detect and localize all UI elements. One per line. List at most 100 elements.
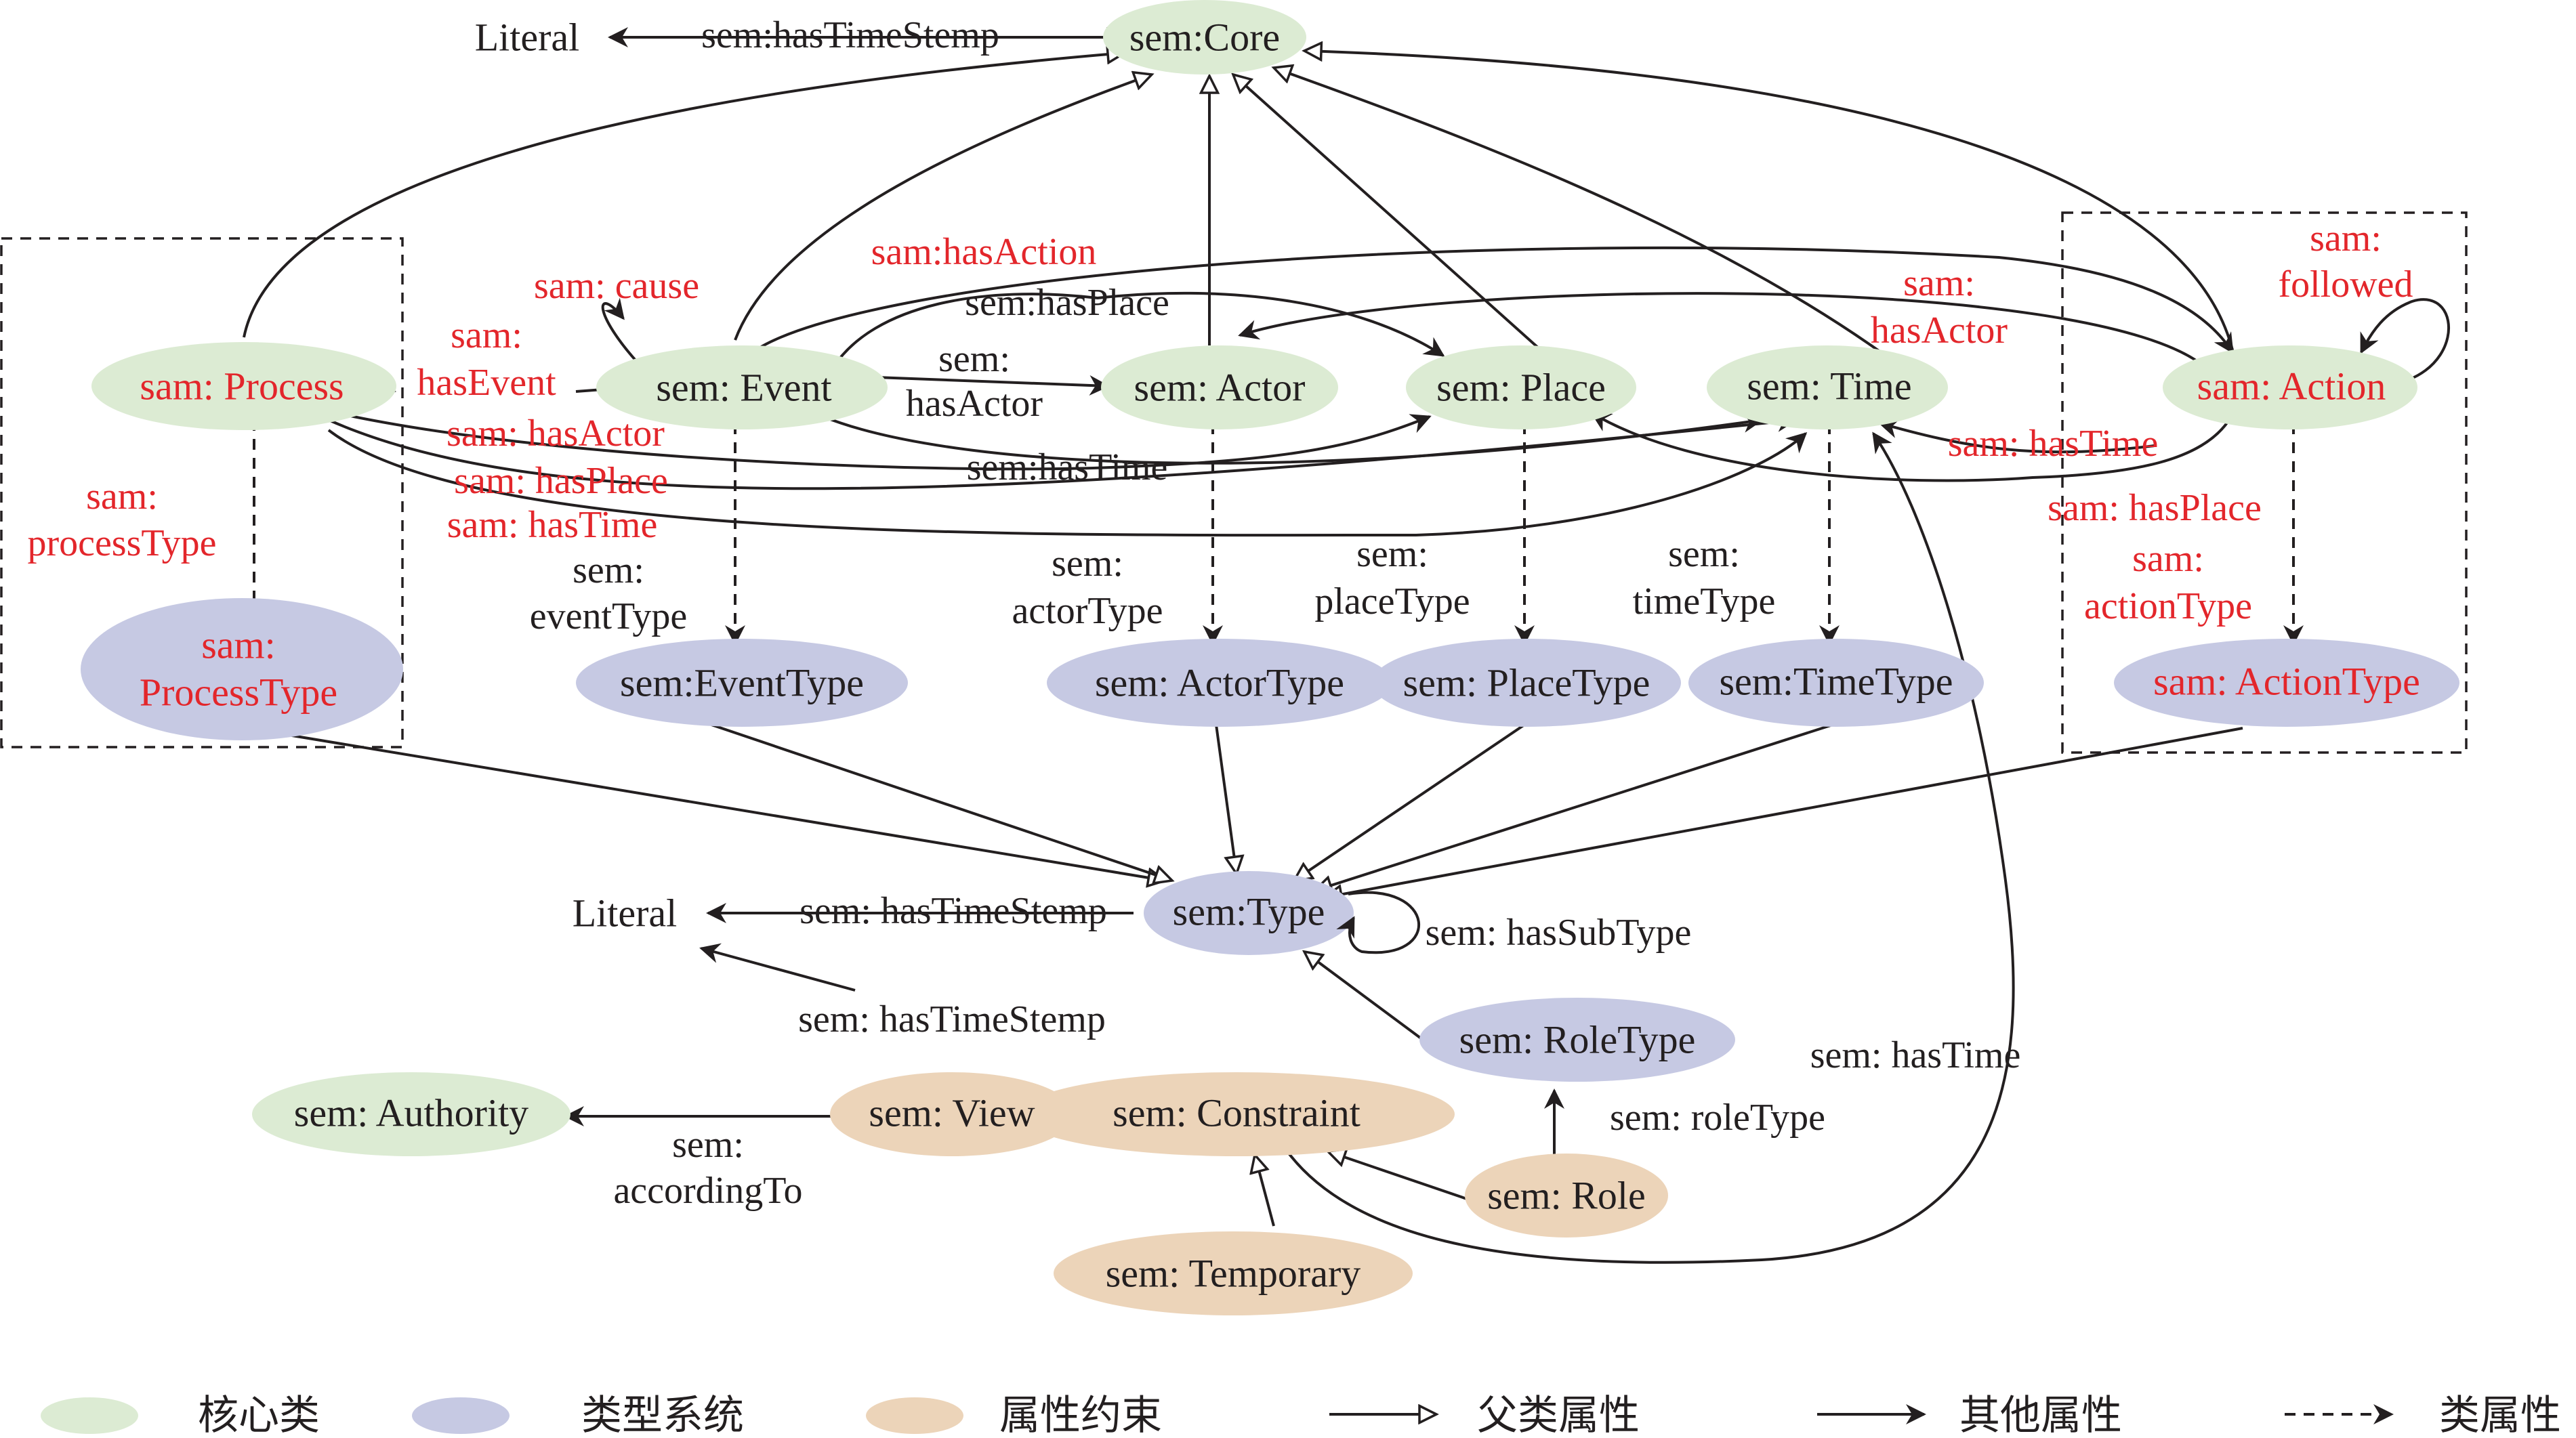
label-has-sub-type: sem: hasSubType <box>1426 912 1692 954</box>
event-label: sem: Event <box>656 366 831 410</box>
label-process-type-line2: processType <box>27 522 216 564</box>
role-type-label: sem: RoleType <box>1459 1018 1696 1062</box>
view-label: sem: View <box>869 1091 1035 1135</box>
type-label: sem:Type <box>1173 890 1325 934</box>
legend-swatch-constraint <box>866 1397 963 1434</box>
legend-label-dashed-arrow: 类属性 <box>2439 1392 2561 1438</box>
legend-label-type: 类型系统 <box>581 1392 744 1438</box>
label-according-to-line2: accordingTo <box>613 1170 802 1212</box>
node-actor <box>1101 345 1338 429</box>
label-process-has-place: sam: hasPlace <box>454 460 668 502</box>
label-role-has-time: sem: hasTime <box>1810 1034 2021 1076</box>
label-has-actor-line1: sem: <box>938 338 1010 380</box>
label-action-has-time: sam: hasTime <box>1948 423 2159 465</box>
legend-label-solid-arrow: 其他属性 <box>1959 1392 2122 1438</box>
label-followed-line2: followed <box>2278 263 2413 305</box>
label-time-type-line1: sem: <box>1668 533 1740 575</box>
legend-label-core: 核心类 <box>198 1392 320 1438</box>
label-process-has-actor: sam: hasActor <box>446 413 665 454</box>
node-place <box>1406 345 1636 429</box>
node-action-type <box>2114 639 2459 727</box>
label-has-event-line2: hasEvent <box>417 362 556 404</box>
time-type-label: sem:TimeType <box>1719 660 1953 704</box>
authority-label: sem: Authority <box>294 1091 528 1135</box>
label-constraint-has-time-stemp: sem: hasTimeStemp <box>798 998 1106 1040</box>
role-label: sem: Role <box>1487 1174 1646 1218</box>
process-type-label-line2: ProcessType <box>140 671 337 715</box>
label-action-has-actor-line1: sam: <box>1903 262 1975 304</box>
legend: 核心类 类型系统 属性约束 父类属性 其他属性 类属性 <box>41 1392 2561 1438</box>
process-label: sam: Process <box>140 364 344 408</box>
label-type-has-time-stemp: sem: hasTimeStemp <box>799 890 1107 932</box>
label-action-has-actor-line2: hasActor <box>1871 310 2008 352</box>
label-actor-type-line2: actorType <box>1012 590 1163 632</box>
label-has-actor-line2: hasActor <box>906 383 1043 425</box>
process-type-label-line1: sam: <box>201 623 276 667</box>
label-has-time: sem:hasTime <box>967 446 1168 488</box>
place-type-label: sem: PlaceType <box>1403 661 1650 705</box>
legend-label-hollow-arrow: 父类属性 <box>1477 1392 1640 1438</box>
label-place-type-line1: sem: <box>1356 533 1428 575</box>
class-property-edges <box>244 420 2304 646</box>
literal-mid-label: Literal <box>573 891 678 935</box>
event-type-label: sem:EventType <box>620 661 864 705</box>
label-event-type-line1: sem: <box>573 549 644 591</box>
has-sub-type-loop <box>1336 891 1420 954</box>
label-has-action: sam:hasAction <box>871 231 1097 273</box>
constraint-nodes <box>830 1072 1668 1315</box>
literal-top-label: Literal <box>475 16 580 60</box>
label-place-type-line2: placeType <box>1314 580 1470 622</box>
node-actor-type <box>1047 639 1392 727</box>
action-group-box <box>2061 211 2468 754</box>
process-group-box <box>0 237 404 748</box>
label-role-type: sem: roleType <box>1610 1097 1825 1139</box>
label-action-type-line1: sam: <box>2132 538 2204 580</box>
node-event-type <box>576 639 908 727</box>
node-constraint <box>1018 1072 1455 1156</box>
node-authority <box>252 1072 570 1156</box>
property-edges <box>325 27 2450 1264</box>
core-nodes <box>91 0 2417 1156</box>
node-process <box>91 342 396 430</box>
node-labels: Literal sem:Core sam: Process sem: Event… <box>140 16 2420 1296</box>
label-actor-type-line1: sem: <box>1052 543 1123 585</box>
label-has-time-stemp-top: sem:hasTimeStemp <box>701 14 999 56</box>
label-followed-line1: sam: <box>2310 217 2382 259</box>
core-label: sem:Core <box>1129 16 1280 60</box>
action-type-label: sam: ActionType <box>2153 660 2420 704</box>
constraint-label: sem: Constraint <box>1113 1091 1360 1135</box>
node-event <box>596 345 888 429</box>
label-process-has-time: sam: hasTime <box>447 504 658 546</box>
legend-label-constraint: 属性约束 <box>999 1392 1162 1438</box>
action-label: sam: Action <box>2197 364 2386 408</box>
actor-label: sem: Actor <box>1134 366 1306 410</box>
label-time-type-line2: timeType <box>1633 580 1776 622</box>
label-action-has-place: sam: hasPlace <box>2048 487 2262 529</box>
legend-swatch-core <box>41 1397 138 1434</box>
node-action <box>2163 345 2417 429</box>
place-label: sem: Place <box>1436 366 1606 410</box>
node-role <box>1465 1154 1668 1238</box>
node-type <box>1144 871 1354 955</box>
node-role-type <box>1419 998 1735 1082</box>
type-nodes <box>81 598 2459 1082</box>
legend-swatch-type <box>412 1397 510 1434</box>
actor-type-label: sem: ActorType <box>1095 661 1344 705</box>
label-has-place: sem:hasPlace <box>965 282 1169 324</box>
node-time-type <box>1688 639 1984 727</box>
label-event-type-line2: eventType <box>530 595 687 637</box>
edge-labels: sem:hasTimeStemp sam: cause sam: hasEven… <box>27 14 2413 1212</box>
temporary-label: sem: Temporary <box>1106 1252 1361 1296</box>
node-view <box>830 1072 1074 1156</box>
label-according-to-line1: sem: <box>672 1124 744 1166</box>
time-label: sem: Time <box>1747 364 1911 408</box>
label-action-type-line2: actionType <box>2084 585 2252 627</box>
label-process-type-line1: sam: <box>86 475 158 517</box>
node-place-type <box>1372 639 1681 727</box>
node-time <box>1707 345 1948 429</box>
node-temporary <box>1054 1231 1413 1315</box>
superclass-edges <box>243 37 2243 1227</box>
label-has-event-line1: sam: <box>451 314 522 356</box>
node-process-type <box>81 598 403 740</box>
